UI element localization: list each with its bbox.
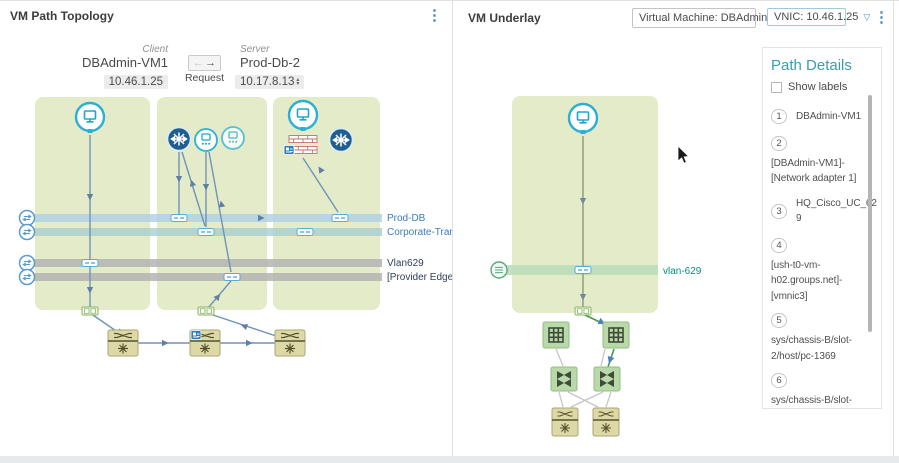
vnic-dropdown[interactable]: VNIC: 10.46.1.25 ▽ [767, 8, 870, 26]
top-border [0, 0, 899, 1]
hop-label: DBAdmin-VM1 [796, 111, 862, 122]
switch-badge-icon[interactable] [18, 223, 36, 241]
network-labels: Prod-DB Corporate-Trans Vlan629 [Provide… [387, 213, 452, 283]
path-hop-item[interactable]: 2 [DBAdmin-VM1]-[Network adapter 1] [771, 135, 877, 187]
vm-group-icon[interactable] [194, 128, 218, 152]
path-details-panel: Path Details Show labels 1 DBAdmin-VM1 2… [762, 47, 882, 409]
hop-number-badge: 1 [771, 109, 787, 125]
hop-label: [ush-t0-vm-h02.groups.net]-[vmnic3] [771, 259, 843, 302]
vlan629-bar[interactable] [22, 259, 382, 267]
physical-switch-icon[interactable] [107, 329, 139, 357]
server-vm-name: Prod-Db-2 [240, 55, 300, 70]
vnic-dropdown-value: VNIC: 10.46.1.25 [774, 11, 859, 23]
host-band [512, 96, 658, 313]
chevron-down-icon: ▽ [863, 11, 871, 22]
port-chip[interactable] [170, 213, 188, 223]
switch-badge-icon[interactable] [18, 268, 36, 286]
network-badges[interactable] [18, 209, 36, 286]
path-hop-item[interactable]: 3 HQ_Cisco_UC_629 [771, 196, 877, 227]
vm-group-icon[interactable] [221, 126, 245, 150]
virtual-machine-dropdown-value: Virtual Machine: DBAdmin... [639, 12, 777, 24]
hop-label: [DBAdmin-VM1]-[Network adapter 1] [771, 157, 857, 185]
port-chip[interactable] [331, 213, 349, 223]
physical-switch-icon[interactable] [592, 407, 620, 437]
left-panel-title: VM Path Topology [10, 9, 114, 23]
network-label[interactable]: Prod-DB [387, 213, 426, 224]
network-label[interactable]: [Provider Edge 2 [387, 272, 452, 283]
client-block: Client DBAdmin-VM1 10.46.1.25 [60, 44, 168, 90]
show-labels-label: Show labels [788, 81, 848, 93]
hop-label: HQ_Cisco_UC_629 [796, 197, 877, 225]
uplink-port[interactable] [81, 306, 99, 316]
arrow-left-icon: ← [193, 56, 204, 69]
port-chip[interactable] [223, 272, 241, 282]
fabric-switch-icon[interactable] [550, 366, 578, 392]
physical-switch-icon[interactable] [551, 407, 579, 437]
network-label[interactable]: Corporate-Trans [387, 227, 452, 238]
service-badge-icon[interactable] [283, 145, 295, 155]
hop-number-badge: 2 [771, 135, 787, 151]
hop-number-badge: 3 [771, 203, 787, 219]
show-labels-row[interactable]: Show labels [771, 81, 877, 93]
hop-label: sys/chassis-B/slot-2/fabric/port-1 [771, 395, 852, 406]
path-details-title: Path Details [771, 57, 852, 74]
port-chip[interactable] [81, 258, 99, 268]
vm-path-topology-diagram: Prod-DB Corporate-Trans Vlan629 [Provide… [18, 97, 452, 357]
port-chip[interactable] [197, 227, 215, 237]
vlan-badge-icon[interactable] [490, 261, 508, 279]
client-role-label: Client [142, 44, 168, 55]
direction-toggle-button[interactable]: ← → [188, 55, 221, 71]
mouse-cursor [677, 145, 690, 164]
vm-icon[interactable] [567, 102, 599, 136]
provider-edge-bar[interactable] [22, 273, 382, 281]
router-icon[interactable] [166, 126, 192, 152]
server-vm-icon[interactable] [287, 99, 319, 133]
firewall-icon[interactable] [288, 135, 318, 143]
fabric-switch-icon[interactable] [593, 366, 621, 392]
fabric-interconnect-icon[interactable] [542, 321, 570, 349]
switch-badge-icon[interactable] [18, 254, 36, 272]
uplink-port[interactable] [197, 306, 215, 316]
client-vm-icon[interactable] [74, 101, 106, 135]
bottom-scroll-track[interactable] [0, 456, 899, 463]
path-hop-item[interactable]: 6 sys/chassis-B/slot-2/fabric/port-1 [771, 373, 877, 408]
right-border [893, 1, 894, 456]
virtual-machine-dropdown[interactable]: Virtual Machine: DBAdmin... ▽ [632, 8, 788, 28]
panel-divider [452, 1, 453, 456]
client-ip-chip[interactable]: 10.46.1.25 [103, 75, 168, 89]
physical-switch-icon[interactable] [274, 329, 306, 357]
vlan-label[interactable]: vlan-629 [663, 266, 702, 277]
vm-underlay-diagram: vlan-629 [490, 96, 702, 437]
path-hop-item[interactable]: 1 DBAdmin-VM1 [771, 109, 877, 125]
arrow-right-icon: → [205, 56, 216, 69]
network-label[interactable]: Vlan629 [387, 258, 424, 269]
hop-number-badge: 4 [771, 237, 787, 253]
path-hop-item[interactable]: 4 [ush-t0-vm-h02.groups.net]-[vmnic3] [771, 237, 877, 305]
client-vm-name: DBAdmin-VM1 [82, 55, 168, 70]
spinner-icon[interactable]: ▴▾ [296, 76, 300, 87]
path-details-scrollbar[interactable] [868, 95, 872, 332]
port-chip[interactable] [296, 227, 314, 237]
right-panel-menu-kebab-icon[interactable]: ⋮ [874, 9, 889, 26]
hop-number-badge: 5 [771, 313, 787, 328]
server-role-label: Server [240, 44, 270, 55]
hop-label: sys/chassis-B/slot-2/host/pc-1369 [771, 335, 852, 362]
left-panel-menu-kebab-icon[interactable]: ⋮ [427, 7, 442, 24]
fabric-interconnect-icon[interactable] [602, 321, 630, 349]
service-badge-icon[interactable] [190, 330, 202, 340]
server-ip-selector[interactable]: 10.17.8.13▴▾ [235, 75, 305, 89]
show-labels-checkbox[interactable] [771, 81, 782, 93]
physical-links [555, 348, 612, 408]
hop-number-badge: 6 [771, 373, 787, 388]
switch-badge-icon[interactable] [18, 209, 36, 227]
router-icon[interactable] [328, 127, 354, 153]
request-label: Request [184, 72, 225, 84]
path-hop-item[interactable]: 5 sys/chassis-B/slot-2/host/pc-1369 [771, 313, 877, 364]
right-panel-title: VM Underlay [468, 11, 541, 25]
uplink-port[interactable] [574, 306, 592, 316]
server-block: Server Prod-Db-2 10.17.8.13▴▾ [235, 44, 350, 90]
vnic-chip[interactable] [574, 265, 592, 275]
